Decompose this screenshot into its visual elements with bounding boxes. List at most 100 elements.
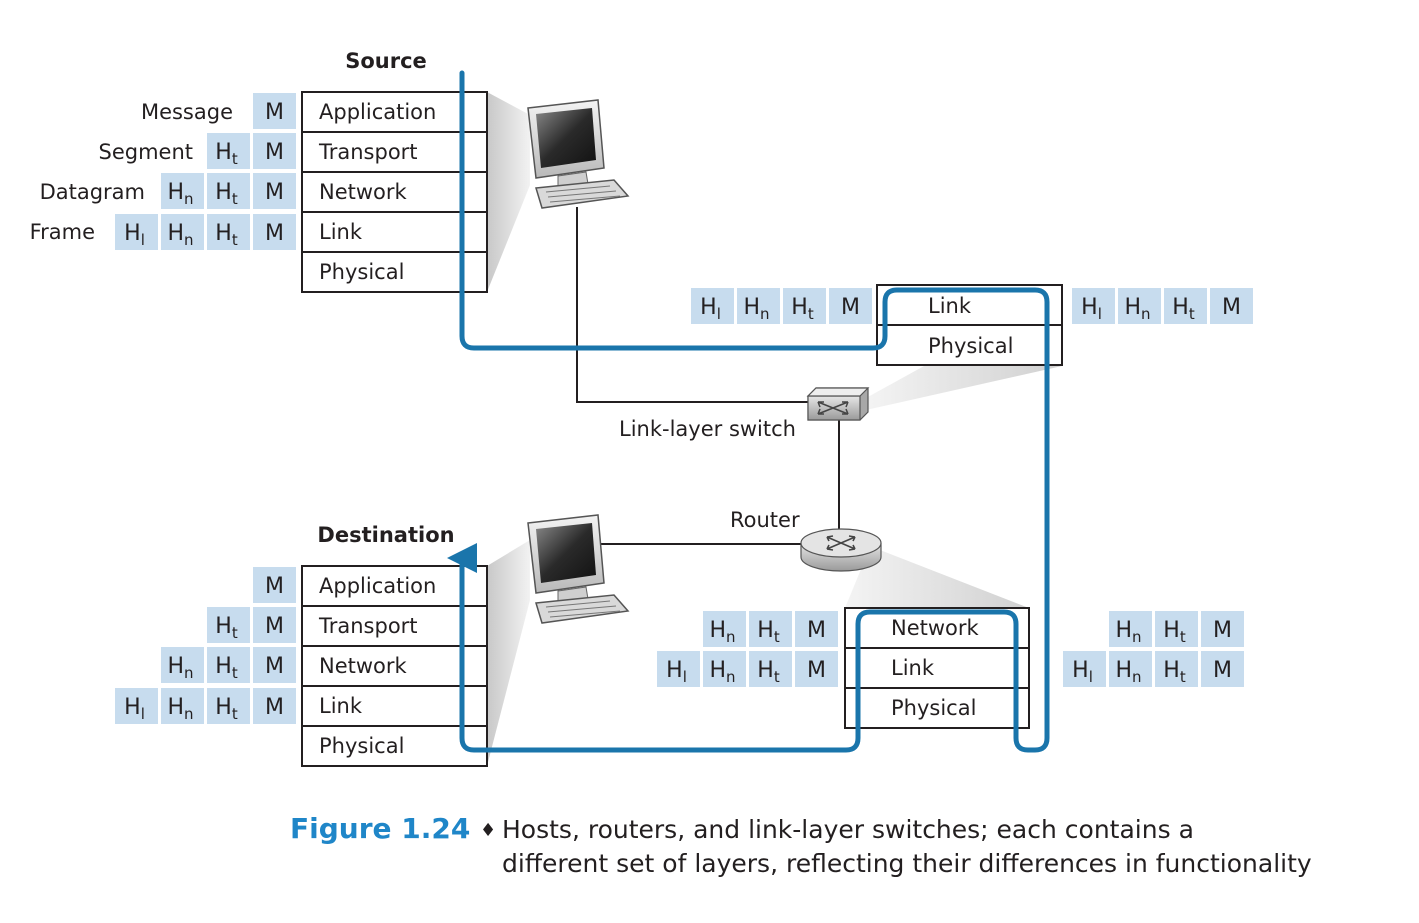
svg-text:M: M bbox=[265, 654, 284, 679]
source-layer-link: Link bbox=[319, 220, 363, 244]
svg-text:Hn: Hn bbox=[167, 695, 193, 723]
header-cell-hl: Hl bbox=[657, 651, 700, 687]
header-cell-m: M bbox=[253, 93, 296, 129]
svg-text:M: M bbox=[807, 618, 826, 643]
header-cell-ht: Ht bbox=[1155, 611, 1198, 647]
svg-text:M: M bbox=[265, 614, 284, 639]
destination-layer-application: Application bbox=[319, 574, 436, 598]
svg-text:M: M bbox=[265, 574, 284, 599]
destination-layer-physical: Physical bbox=[319, 734, 404, 758]
header-cell-m: M bbox=[795, 651, 838, 687]
header-cell-hn: Hn bbox=[1109, 651, 1152, 687]
svg-text:M: M bbox=[265, 100, 284, 125]
header-cell-hn: Hn bbox=[1109, 611, 1152, 647]
source-protocol-stack: Application Transport Network Link Physi… bbox=[301, 91, 488, 293]
destination-layer-link: Link bbox=[319, 694, 363, 718]
header-cell-ht: Ht bbox=[783, 288, 826, 324]
header-cell-m: M bbox=[253, 214, 296, 250]
switch-label: Link-layer switch bbox=[619, 417, 796, 441]
svg-text:Hn: Hn bbox=[167, 221, 193, 249]
svg-text:M: M bbox=[1222, 295, 1241, 320]
switch-layer-link: Link bbox=[928, 294, 972, 318]
svg-text:Ht: Ht bbox=[215, 180, 238, 208]
header-cell-ht: Ht bbox=[207, 647, 250, 683]
svg-text:Ht: Ht bbox=[215, 654, 238, 682]
svg-text:Hl: Hl bbox=[124, 221, 145, 249]
header-cell-hn: Hn bbox=[737, 288, 780, 324]
svg-text:M: M bbox=[1213, 618, 1232, 643]
header-cell-m: M bbox=[795, 611, 838, 647]
header-cell-m: M bbox=[829, 288, 872, 324]
header-cell-m: M bbox=[253, 688, 296, 724]
svg-text:Hn: Hn bbox=[1115, 618, 1141, 646]
destination-layer-transport: Transport bbox=[318, 614, 418, 638]
switch-protocol-stack: Link Physical bbox=[876, 284, 1063, 366]
header-cell-ht: Ht bbox=[207, 173, 250, 209]
network-links bbox=[576, 207, 840, 545]
router-protocol-stack: Network Link Physical bbox=[844, 607, 1030, 729]
router-icon bbox=[800, 528, 882, 572]
svg-text:Hn: Hn bbox=[167, 180, 193, 208]
source-layer-application: Application bbox=[319, 100, 436, 124]
header-cell-hn: Hn bbox=[703, 651, 746, 687]
svg-text:M: M bbox=[1213, 658, 1232, 683]
unit-label-datagram: Datagram bbox=[40, 180, 145, 204]
caption-line-2: different set of layers, reflecting thei… bbox=[502, 849, 1312, 878]
unit-label-segment: Segment bbox=[99, 140, 194, 164]
data-flow-path bbox=[447, 70, 1050, 753]
source-layer-transport: Transport bbox=[318, 140, 418, 164]
svg-text:Hn: Hn bbox=[1115, 658, 1141, 686]
caption-bullet: ♦ bbox=[480, 820, 496, 841]
svg-text:Hn: Hn bbox=[167, 654, 193, 682]
header-cell-ht: Ht bbox=[749, 611, 792, 647]
header-cell-m: M bbox=[253, 173, 296, 209]
header-cell-hn: Hn bbox=[161, 647, 204, 683]
unit-label-message: Message bbox=[141, 100, 233, 124]
header-cell-ht: Ht bbox=[749, 651, 792, 687]
router-layer-link: Link bbox=[891, 656, 935, 680]
svg-text:M: M bbox=[841, 295, 860, 320]
svg-text:Hn: Hn bbox=[709, 658, 735, 686]
source-layer-network: Network bbox=[319, 180, 408, 204]
header-cell-ht: Ht bbox=[1155, 651, 1198, 687]
switch-icon bbox=[806, 387, 870, 421]
unit-label-frame: Frame bbox=[30, 220, 95, 244]
svg-text:Ht: Ht bbox=[757, 658, 780, 686]
svg-text:Ht: Ht bbox=[1163, 658, 1186, 686]
header-cell-hn: Hn bbox=[703, 611, 746, 647]
svg-text:Hl: Hl bbox=[1081, 295, 1102, 323]
switch-layer-physical: Physical bbox=[928, 334, 1013, 358]
source-layer-physical: Physical bbox=[319, 260, 404, 284]
header-cell-hn: Hn bbox=[161, 688, 204, 724]
svg-text:Ht: Ht bbox=[215, 695, 238, 723]
header-cell-ht: Ht bbox=[207, 214, 250, 250]
svg-text:Hn: Hn bbox=[709, 618, 735, 646]
header-cell-hl: Hl bbox=[1072, 288, 1115, 324]
svg-text:M: M bbox=[265, 180, 284, 205]
svg-text:M: M bbox=[265, 140, 284, 165]
computer-icon bbox=[527, 99, 630, 209]
header-cell-m: M bbox=[1201, 651, 1244, 687]
svg-text:Ht: Ht bbox=[791, 295, 814, 323]
header-cell-hl: Hl bbox=[691, 288, 734, 324]
header-cell-hn: Hn bbox=[161, 214, 204, 250]
svg-text:Ht: Ht bbox=[1172, 295, 1195, 323]
svg-text:Ht: Ht bbox=[215, 221, 238, 249]
svg-text:M: M bbox=[807, 658, 826, 683]
svg-text:Hn: Hn bbox=[1124, 295, 1150, 323]
svg-text:Hl: Hl bbox=[124, 695, 145, 723]
header-cell-ht: Ht bbox=[207, 607, 250, 643]
header-cell-hl: Hl bbox=[115, 688, 158, 724]
destination-protocol-stack: Application Transport Network Link Physi… bbox=[301, 565, 488, 767]
header-cell-m: M bbox=[1201, 611, 1244, 647]
router-label: Router bbox=[730, 508, 800, 532]
svg-text:Ht: Ht bbox=[1163, 618, 1186, 646]
header-cell-hl: Hl bbox=[115, 214, 158, 250]
destination-layer-network: Network bbox=[319, 654, 408, 678]
header-cell-ht: Ht bbox=[1164, 288, 1207, 324]
svg-text:Ht: Ht bbox=[215, 140, 238, 168]
header-cell-ht: Ht bbox=[207, 688, 250, 724]
